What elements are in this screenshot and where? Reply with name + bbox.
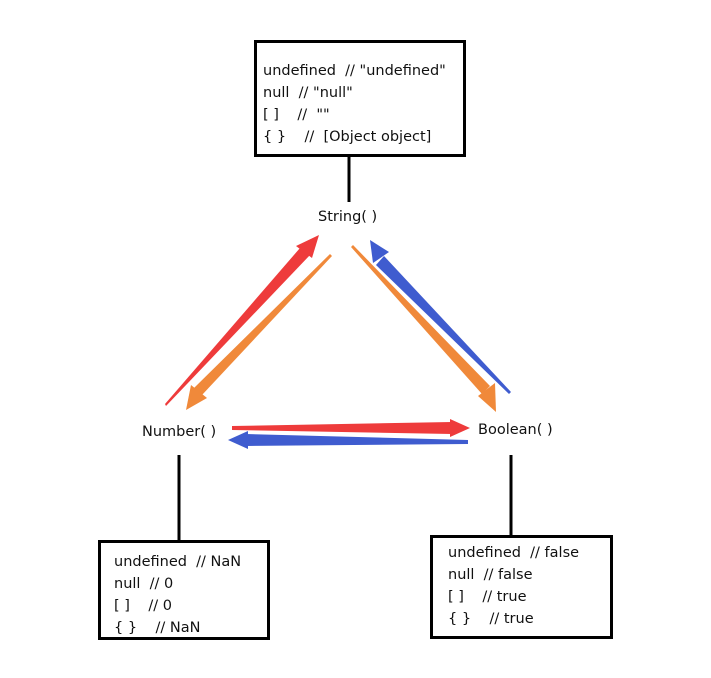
arrow-number-to-string <box>165 248 310 406</box>
number-conversion-array: [ ] // 0 <box>114 598 172 614</box>
number-conversion-box: undefined // NaN null // 0 [ ] // 0 { } … <box>98 540 270 640</box>
string-conversion-box: undefined // "undefined" null // "null" … <box>254 40 466 157</box>
string-conversion-undefined: undefined // "undefined" <box>263 63 446 79</box>
number-node-label: Number( ) <box>142 424 217 440</box>
string-conversion-array: [ ] // "" <box>263 107 330 123</box>
boolean-conversion-null: null // false <box>448 567 533 583</box>
string-node-label: String( ) <box>318 209 378 225</box>
number-conversion-null: null // 0 <box>114 576 174 592</box>
arrow-string-to-number-head <box>186 385 207 410</box>
arrow-boolean-to-string <box>376 256 511 394</box>
string-conversion-object: { } // [Object object] <box>263 129 432 145</box>
boolean-conversion-object: { } // true <box>448 611 534 627</box>
arrow-number-to-string-head <box>296 235 319 258</box>
boolean-conversion-undefined: undefined // false <box>448 545 580 561</box>
number-conversion-object: { } // NaN <box>114 620 201 636</box>
boolean-node-label: Boolean( ) <box>478 422 553 438</box>
boolean-conversion-box: undefined // false null // false [ ] // … <box>430 535 613 639</box>
arrow-boolean-to-string-head <box>370 240 389 263</box>
arrow-boolean-to-number-head <box>228 431 248 449</box>
boolean-conversion-array: [ ] // true <box>448 589 527 605</box>
number-conversion-undefined: undefined // NaN <box>114 554 242 570</box>
arrow-string-to-boolean-head <box>478 383 496 412</box>
arrow-boolean-to-number <box>246 434 468 446</box>
arrow-string-to-boolean <box>351 245 490 394</box>
arrow-number-to-boolean-head <box>450 419 470 437</box>
arrow-string-to-number <box>194 254 332 395</box>
string-conversion-null: null // "null" <box>263 85 353 101</box>
arrow-number-to-boolean <box>232 422 452 434</box>
